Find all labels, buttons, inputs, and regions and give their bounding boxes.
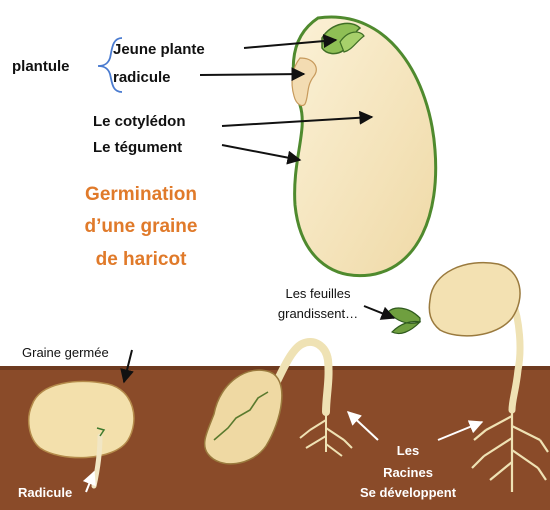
label-feuilles-2: grandissent… xyxy=(278,306,358,321)
arrow-tegument xyxy=(222,145,300,160)
label-radicule-bottom: Radicule xyxy=(18,485,72,500)
title-line-2: d’une graine xyxy=(85,216,198,237)
label-racines-2: Racines xyxy=(383,465,433,480)
title-line-1: Germination xyxy=(85,184,197,205)
label-racines-1: Les xyxy=(397,443,419,458)
label-racines-3: Se développent xyxy=(360,485,457,500)
label-feuilles-1: Les feuilles xyxy=(285,286,351,301)
bean-cross-section xyxy=(292,17,436,276)
label-radicule-top: radicule xyxy=(113,69,171,86)
soil-surface xyxy=(0,366,550,370)
seed-coat xyxy=(293,17,435,276)
label-cotyledon: Le cotylédon xyxy=(93,113,186,130)
label-jeune-plante: Jeune plante xyxy=(113,41,205,58)
seed-1 xyxy=(29,382,134,458)
label-tegument: Le tégument xyxy=(93,139,182,156)
label-graine-germee: Graine germée xyxy=(22,345,109,360)
leaves-3 xyxy=(388,308,420,333)
label-plantule: plantule xyxy=(12,58,70,75)
title-line-3: de haricot xyxy=(96,249,187,270)
seed-3 xyxy=(429,263,520,336)
arrow-radicule xyxy=(200,74,304,75)
